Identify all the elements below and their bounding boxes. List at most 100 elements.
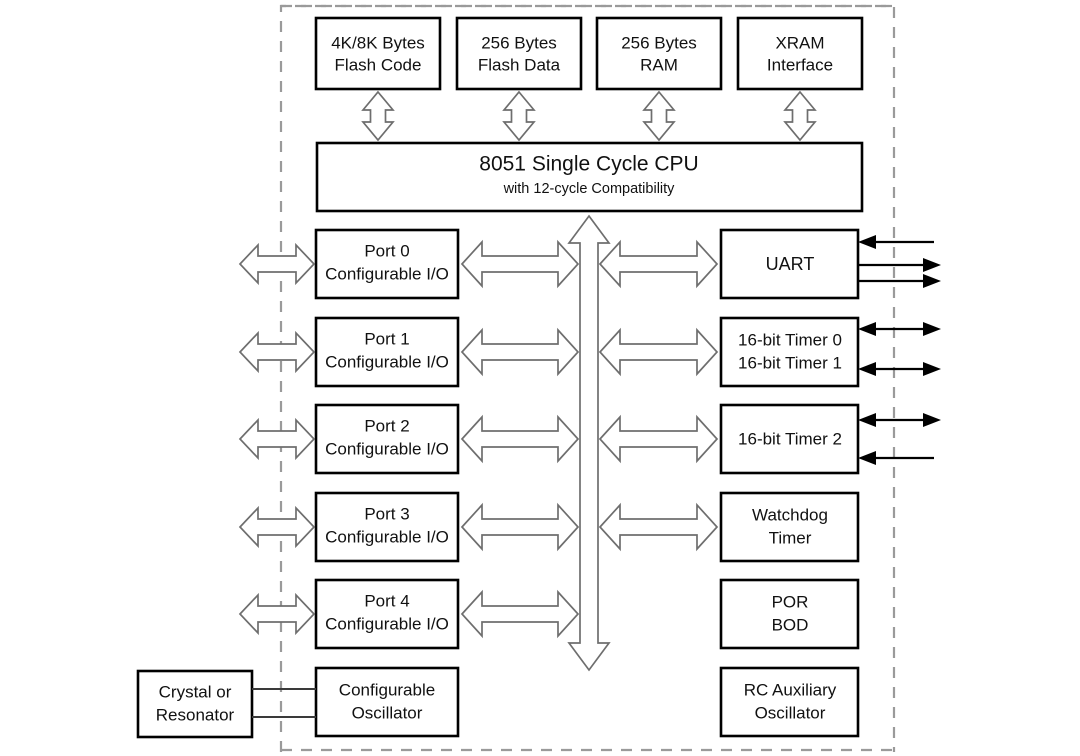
port-2-label-line2: Configurable I/O [325, 439, 449, 458]
arrow-ram-to-cpu-icon [642, 90, 676, 142]
port-0-label-line1: Port 0 [364, 241, 409, 260]
port-block-port-1[interactable]: Port 1 Configurable I/O [314, 316, 460, 388]
xram-label-line1: XRAM [775, 33, 824, 52]
timer-2-in-arrowhead-icon [858, 451, 876, 465]
port-1-to-bus-arrow-icon [460, 327, 580, 377]
port-4-to-bus-arrow-icon [460, 589, 580, 639]
configurable-oscillator-label-line2: Oscillator [352, 703, 423, 722]
timer-2-label: 16-bit Timer 2 [738, 429, 842, 448]
ram-label-line2: RAM [640, 55, 678, 74]
timer-2-rect[interactable] [719, 403, 860, 475]
port-4-external-io-arrow-icon [238, 592, 316, 636]
cpu-rect[interactable] [315, 141, 864, 213]
port-block-port-3[interactable]: Port 3 Configurable I/O [314, 491, 460, 563]
clock-block-configurable-oscillator[interactable]: Configurable Oscillator [314, 666, 460, 738]
memory-block-flash-code[interactable]: 4K/8K Bytes Flash Code [314, 16, 442, 91]
flash-data-label-line1: 256 Bytes [481, 33, 557, 52]
port-4-rect[interactable] [314, 578, 460, 650]
uart-tx-arrowhead-2-icon [923, 274, 941, 288]
port-1-label-line2: Configurable I/O [325, 352, 449, 371]
rc-aux-osc-label-line1: RC Auxiliary [744, 680, 837, 699]
arrow-xram-to-cpu-icon [783, 90, 817, 142]
arrow-flash-code-to-cpu-icon [361, 90, 395, 142]
port-2-rect[interactable] [314, 403, 460, 475]
port-1-rect[interactable] [314, 316, 460, 388]
peripheral-block-por-bod[interactable]: POR BOD [719, 578, 860, 650]
uart-rect[interactable] [719, 228, 860, 300]
rc-aux-osc-label-line2: Oscillator [755, 703, 826, 722]
port-bus-arrows [460, 239, 580, 639]
port-4-label-line2: Configurable I/O [325, 614, 449, 633]
por-label: POR [772, 592, 809, 611]
flash-data-rect[interactable] [455, 16, 583, 91]
memory-block-flash-data[interactable]: 256 Bytes Flash Data [455, 16, 583, 91]
crystal-label-line1: Crystal or [159, 682, 232, 701]
flash-data-label-line2: Flash Data [478, 55, 561, 74]
crystal-resonator-rect[interactable] [136, 669, 254, 739]
timer-0-arrowhead-left-icon [858, 322, 876, 336]
timer-2-external-signals [858, 413, 941, 465]
cpu-label-line2: with 12-cycle Compatibility [503, 181, 676, 197]
port-3-label-line2: Configurable I/O [325, 527, 449, 546]
port-block-port-4[interactable]: Port 4 Configurable I/O [314, 578, 460, 650]
configurable-oscillator-rect[interactable] [314, 666, 460, 738]
uart-label-line1: UART [766, 254, 815, 274]
watchdog-timer-rect[interactable] [719, 491, 860, 563]
port-block-port-0[interactable]: Port 0 Configurable I/O [314, 228, 460, 300]
port-3-external-io-arrow-icon [238, 505, 316, 549]
uart-rx-arrowhead-icon [858, 235, 876, 249]
cpu-block[interactable]: 8051 Single Cycle CPU with 12-cycle Comp… [315, 141, 864, 213]
bus-to-timer-2-arrow-icon [598, 414, 719, 464]
peripheral-block-uart[interactable]: UART [719, 228, 860, 300]
xram-label-line2: Interface [767, 55, 833, 74]
memory-block-ram[interactable]: 256 Bytes RAM [595, 16, 723, 91]
port-block-port-2[interactable]: Port 2 Configurable I/O [314, 403, 460, 475]
peripheral-block-timer-2[interactable]: 16-bit Timer 2 [719, 403, 860, 475]
ram-label-line1: 256 Bytes [621, 33, 697, 52]
port-2-to-bus-arrow-icon [460, 414, 580, 464]
bod-label: BOD [772, 615, 809, 634]
port-0-external-io-arrow-icon [238, 242, 316, 286]
bus-to-uart-arrow-icon [598, 239, 719, 289]
port-0-to-bus-arrow-icon [460, 239, 580, 289]
xram-interface-rect[interactable] [736, 16, 864, 91]
ram-rect[interactable] [595, 16, 723, 91]
port-2-label-line1: Port 2 [364, 416, 409, 435]
timer-0-arrowhead-right-icon [923, 322, 941, 336]
flash-code-rect[interactable] [314, 16, 442, 91]
timer-0-label: 16-bit Timer 0 [738, 330, 842, 349]
timer-0-1-external-signals [858, 322, 941, 376]
rc-aux-osc-rect[interactable] [719, 666, 860, 738]
uart-tx-arrowhead-1-icon [923, 258, 941, 272]
port-0-label-line2: Configurable I/O [325, 264, 449, 283]
timer-1-arrowhead-right-icon [923, 362, 941, 376]
port-3-to-bus-arrow-icon [460, 502, 580, 552]
timer-2-arrowhead-left-icon [858, 413, 876, 427]
configurable-oscillator-label-line1: Configurable [339, 680, 435, 699]
port-1-label-line1: Port 1 [364, 329, 409, 348]
uart-external-signals [858, 235, 941, 288]
timer-2-arrowhead-right-icon [923, 413, 941, 427]
timer-1-arrowhead-left-icon [858, 362, 876, 376]
port-3-rect[interactable] [314, 491, 460, 563]
arrow-flash-data-to-cpu-icon [502, 90, 536, 142]
timer-1-label: 16-bit Timer 1 [738, 353, 842, 372]
timer-0-1-rect[interactable] [719, 316, 860, 388]
flash-code-label-line2: Flash Code [335, 55, 422, 74]
port-2-external-io-arrow-icon [238, 417, 316, 461]
port-0-rect[interactable] [314, 228, 460, 300]
peripheral-block-watchdog-timer[interactable]: Watchdog Timer [719, 491, 860, 563]
clock-block-crystal-resonator[interactable]: Crystal or Resonator [136, 669, 254, 739]
external-io-arrows [238, 242, 316, 636]
memory-block-xram-interface[interactable]: XRAM Interface [736, 16, 864, 91]
internal-bus-arrow-icon [567, 214, 611, 672]
por-bod-rect[interactable] [719, 578, 860, 650]
peripheral-bus-arrows [598, 239, 719, 552]
peripheral-block-timer-0-1[interactable]: 16-bit Timer 0 16-bit Timer 1 [719, 316, 860, 388]
watchdog-label-line1: Watchdog [752, 505, 828, 524]
bus-to-watchdog-arrow-icon [598, 502, 719, 552]
peripheral-block-rc-aux-osc[interactable]: RC Auxiliary Oscillator [719, 666, 860, 738]
port-1-external-io-arrow-icon [238, 330, 316, 374]
